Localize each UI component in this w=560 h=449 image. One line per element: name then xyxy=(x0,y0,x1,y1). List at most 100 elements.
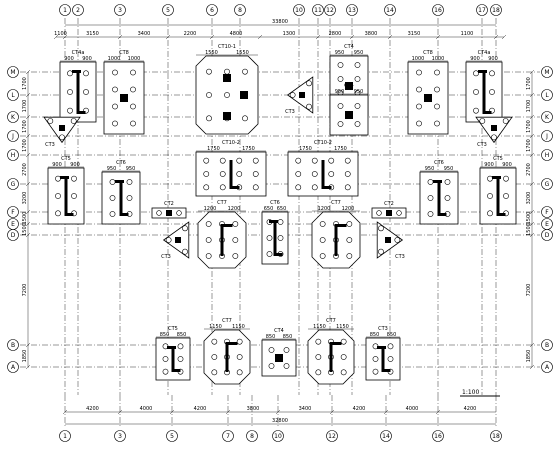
pile xyxy=(252,184,259,191)
wall xyxy=(72,70,81,73)
axis-bubble-right-H xyxy=(541,149,553,161)
axis-bubble-right-J xyxy=(541,130,553,142)
cap-dim: 1750 xyxy=(207,146,220,152)
cap-dim: 850 xyxy=(370,332,380,338)
wall xyxy=(76,70,80,114)
pile xyxy=(295,184,302,191)
pile xyxy=(203,184,210,191)
pile xyxy=(236,157,243,164)
column xyxy=(175,237,181,243)
pile xyxy=(252,171,259,177)
pile xyxy=(130,69,136,76)
pile xyxy=(376,210,382,216)
axis-bubble-label: F xyxy=(11,209,15,216)
axis-bubble-left-F xyxy=(7,206,19,218)
pile xyxy=(337,103,344,109)
pile xyxy=(232,253,239,259)
pile xyxy=(236,354,243,360)
axis-bubble-label: 10 xyxy=(295,7,303,14)
dim-bottom-value: 4200 xyxy=(194,406,207,412)
axis-bubble-label: 11 xyxy=(314,7,322,14)
pile xyxy=(295,171,302,177)
pile xyxy=(372,356,379,362)
axis-bubble-label: J xyxy=(11,133,14,140)
pile xyxy=(71,175,77,182)
wall xyxy=(433,180,442,183)
column xyxy=(223,74,231,82)
wall xyxy=(225,342,238,345)
pile xyxy=(130,103,136,110)
pile xyxy=(346,253,353,259)
pile xyxy=(67,70,73,77)
wall xyxy=(220,224,233,227)
cap-label: CT3 xyxy=(378,326,388,332)
wall xyxy=(171,369,181,372)
axis-bubble-label: 10 xyxy=(274,433,282,440)
pile xyxy=(427,179,434,185)
pile xyxy=(205,237,212,243)
pile xyxy=(337,121,344,127)
axis-bubble-label: 5 xyxy=(170,433,174,440)
pile xyxy=(162,368,169,375)
pile-cap-ct2: CT2 xyxy=(151,201,187,219)
dim-side-value: 3200 xyxy=(526,192,532,205)
wall xyxy=(377,346,386,349)
axis-bubble-top-13 xyxy=(346,4,358,16)
pile xyxy=(444,195,451,201)
column xyxy=(223,112,231,120)
pile xyxy=(354,62,361,68)
cap-outline xyxy=(329,94,369,136)
wall xyxy=(334,224,338,256)
pile-cap-ct3: CT3 xyxy=(43,116,81,148)
axis-bubble-label: E xyxy=(11,221,15,228)
dim-bottom-value: 4200 xyxy=(353,406,366,412)
pile xyxy=(206,68,212,75)
axis-bubble-label: J xyxy=(545,133,548,140)
pile xyxy=(162,356,169,362)
pile xyxy=(479,118,486,124)
cap-dim: 1000 xyxy=(432,56,445,62)
pile xyxy=(489,89,495,95)
cap-dim: 1200 xyxy=(318,206,331,212)
cap-label: CT3 xyxy=(477,142,487,148)
pile xyxy=(236,338,243,345)
cap-label: CT8 xyxy=(423,50,433,56)
axis-bubble-label: M xyxy=(10,69,15,76)
pile xyxy=(242,68,248,75)
axis-bubble-left-M xyxy=(7,66,19,78)
pile xyxy=(502,118,509,124)
axis-bubble-bottom-18 xyxy=(490,430,502,442)
axis-bubble-top-18 xyxy=(490,4,502,16)
axis-bubble-label: D xyxy=(545,232,550,239)
dim-side-value: 7200 xyxy=(526,284,532,297)
dim-side-value: 1700 xyxy=(526,139,532,152)
pile xyxy=(340,369,347,376)
wall xyxy=(273,253,283,256)
pile xyxy=(434,120,440,127)
axis-bubble-bottom-1 xyxy=(59,430,71,442)
axis-bubble-label: 8 xyxy=(238,7,242,14)
axis-bubble-label: 7 xyxy=(226,433,230,440)
pile xyxy=(378,248,384,255)
pile xyxy=(295,157,302,164)
cap-label: CT6 xyxy=(116,160,126,166)
wall xyxy=(60,176,69,179)
pile xyxy=(416,103,422,110)
cap-label: CT10-1 xyxy=(218,44,236,50)
dim-side-value: 1500 xyxy=(526,223,532,236)
pile xyxy=(311,184,318,191)
dim-bottom-value: 4000 xyxy=(140,406,153,412)
axis-bubble-label: 14 xyxy=(382,433,390,440)
pile xyxy=(344,184,351,191)
cap-label: CT5 xyxy=(168,326,178,332)
axis-bubble-label: 18 xyxy=(492,433,500,440)
wall xyxy=(329,342,342,345)
